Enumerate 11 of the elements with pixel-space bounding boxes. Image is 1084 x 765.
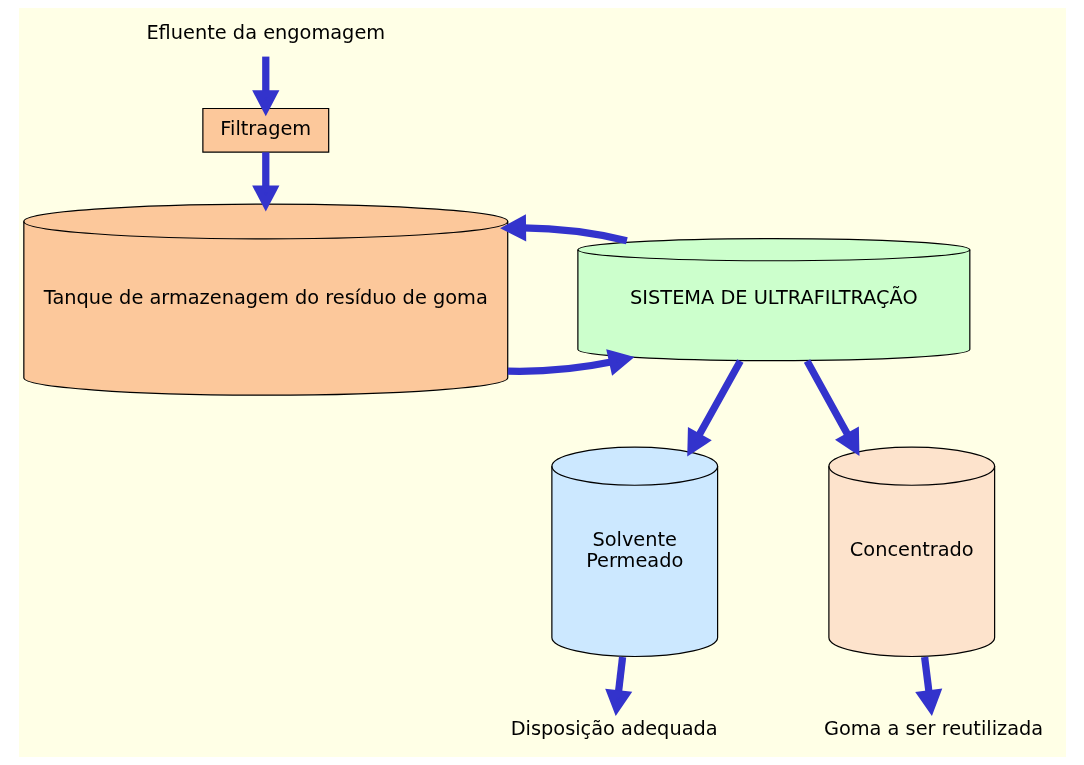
arrow — [251, 152, 279, 212]
node-text: Disposição adequada — [510, 716, 718, 740]
arrow — [507, 349, 634, 376]
arrow — [803, 359, 859, 456]
node-text: Goma a ser reutilizada — [823, 716, 1043, 740]
arrow — [686, 359, 744, 457]
arrow — [604, 656, 632, 716]
node-text: Efluente da engomagem — [145, 21, 385, 45]
arrow — [499, 214, 628, 245]
node-box: Filtragem — [201, 107, 329, 153]
arrow — [914, 656, 942, 716]
